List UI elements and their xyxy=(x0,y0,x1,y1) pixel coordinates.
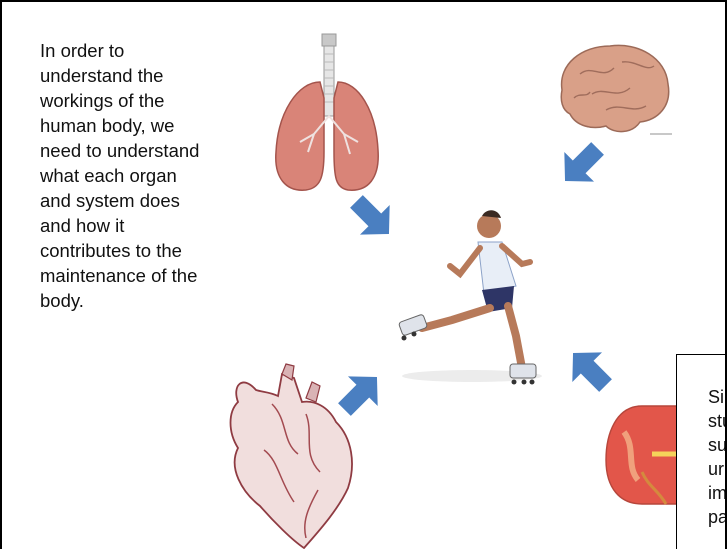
callout-line: pa xyxy=(708,505,727,529)
kidney-icon xyxy=(606,406,678,504)
arrow-icon xyxy=(330,362,392,424)
callout-line: Si xyxy=(708,385,727,409)
runner-icon xyxy=(398,210,542,384)
arrow-icon xyxy=(550,134,612,196)
callout-line: im xyxy=(708,481,727,505)
callout-text: Si stu su ur im pa xyxy=(708,385,727,529)
arrow-icon xyxy=(558,338,620,400)
callout-line: stu xyxy=(708,409,727,433)
heart-icon xyxy=(231,364,353,548)
lungs-icon xyxy=(276,34,378,190)
callout-line: su xyxy=(708,433,727,457)
callout-box: Si stu su ur im pa xyxy=(676,354,727,549)
brain-icon xyxy=(561,45,672,134)
callout-line: ur xyxy=(708,457,727,481)
arrow-icon xyxy=(342,187,404,249)
